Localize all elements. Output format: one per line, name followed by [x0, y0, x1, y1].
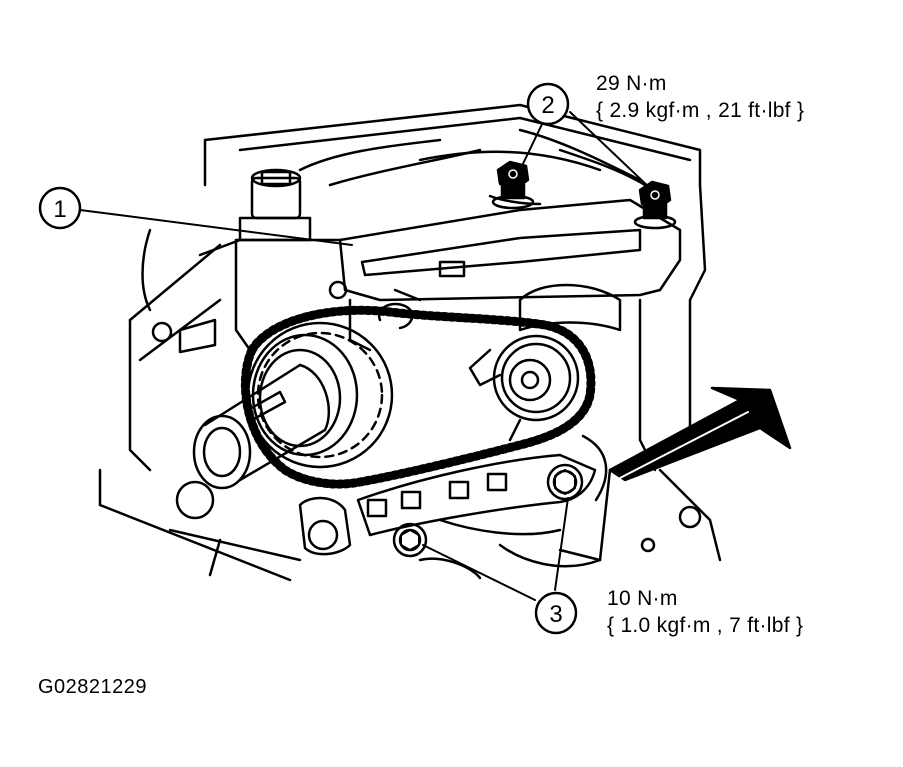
lower-chain-guide	[356, 434, 608, 580]
upper-torque-value: 29 N·m	[596, 72, 667, 95]
figure-code: G02821229	[38, 676, 148, 698]
cam-cap-bolt-boss	[234, 168, 342, 352]
lower-torque-value: 10 N·m	[607, 587, 678, 610]
callout-number: 1	[53, 196, 66, 223]
callout-2: 2	[526, 82, 570, 126]
large-arrow-icon	[608, 386, 792, 482]
upper-torque-alternate: { 2.9 kgf·m , 21 ft·lbf }	[596, 99, 805, 122]
callout-number: 2	[541, 92, 554, 119]
callout-3: 3	[534, 591, 578, 635]
lower-torque-alternate: { 1.0 kgf·m , 7 ft·lbf }	[607, 614, 804, 637]
exhaust-sprocket	[468, 334, 580, 442]
upper-bolt-right	[633, 180, 677, 230]
tensioner-clip	[328, 280, 422, 330]
callout-1: 1	[38, 186, 82, 230]
callout-leaders	[79, 111, 653, 601]
intake-sprocket	[192, 321, 394, 490]
lower-bolt-left	[392, 522, 428, 558]
lower-bolt-right	[546, 463, 584, 501]
chain-guide-plate	[338, 194, 682, 352]
callout-number: 3	[549, 601, 562, 628]
upper-torque-spec: 29 N·m { 2.9 kgf·m , 21 ft·lbf }	[596, 70, 804, 124]
lower-torque-spec: 10 N·m { 1.0 kgf·m , 7 ft·lbf }	[607, 585, 803, 639]
cylinder-head-body	[98, 103, 722, 582]
